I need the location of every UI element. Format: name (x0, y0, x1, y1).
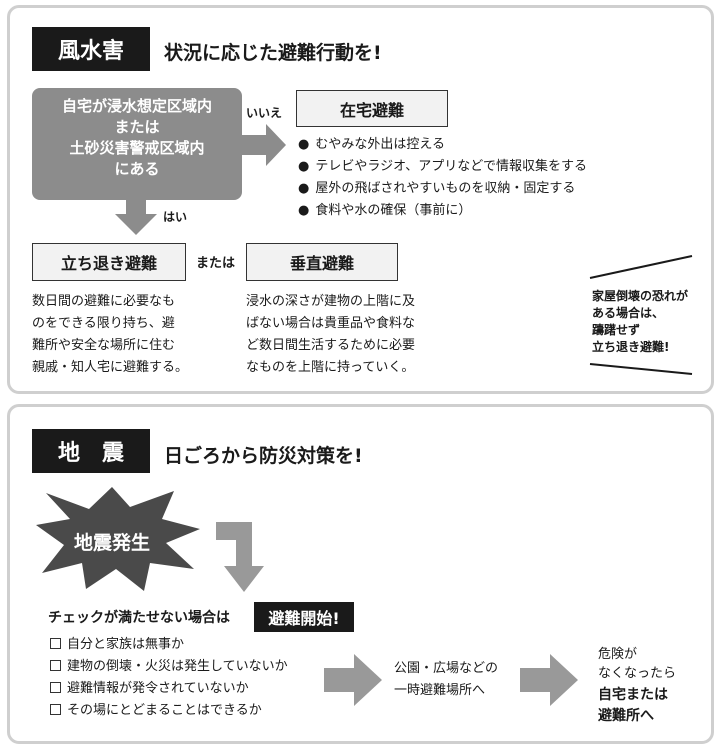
arrow-down-icon (115, 196, 157, 235)
quake-tag: 地 震 (32, 429, 150, 473)
no-label: いいえ (246, 106, 283, 120)
question-line-4: にある (114, 160, 160, 178)
list-item: 食料や水の確保（事前に） (298, 200, 587, 222)
desc-line: 数日間の避難に必要なも (32, 294, 176, 309)
starburst-icon (36, 487, 200, 591)
step3-line: 自宅または (598, 687, 668, 703)
checklist-item: 避難情報が発令されていないか (50, 678, 288, 700)
list-item: むやみな外出は控える (298, 134, 587, 156)
burst-label: 地震発生 (74, 532, 151, 554)
flood-heading: 状況に応じた避難行動を! (164, 42, 382, 64)
desc-line: なものを上階に持っていく。 (246, 360, 415, 375)
arrow-right-icon (240, 124, 286, 166)
checklist-item: その場にとどまることはできるか (50, 700, 288, 722)
desc-line: のをできる限り持ち、避 (32, 316, 175, 331)
flood-tag: 風水害 (32, 27, 150, 71)
question-line-2: または (114, 118, 160, 136)
bent-arrow-icon (216, 522, 264, 592)
checklist-item: 建物の倒壊・火災は発生していないか (50, 656, 288, 678)
flood-question-box: 自宅が浸水想定区域内 または 土砂災害警戒区域内 にある (32, 88, 242, 200)
yes-label: はい (163, 210, 188, 224)
note-line: 立ち退き避難! (592, 340, 670, 354)
desc-line: 浸水の深さが建物の上階に及 (246, 294, 416, 309)
step3-strong: 自宅または 避難所へ (598, 685, 668, 727)
desc-line: 親戚・知人宅に避難する。 (32, 360, 189, 375)
list-item: 屋外の飛ばされやすいものを収納・固定する (298, 178, 587, 200)
checklist: 自分と家族は無事か 建物の倒壊・火災は発生していないか 避難情報が発令されていな… (50, 634, 288, 722)
checklist-item: 自分と家族は無事か (50, 634, 288, 656)
step3-text: 危険が なくなったら (598, 645, 676, 683)
desc-line: ばない場合は貴重品や食料な (246, 316, 416, 331)
quake-heading: 日ごろから防災対策を! (164, 445, 363, 467)
desc-line: 難所や安全な場所に住む (32, 338, 176, 353)
note-text: 家屋倒壊の恐れが ある場合は、 躊躇せず 立ち退き避難! (592, 288, 688, 356)
shelter-home-title: 在宅避難 (296, 90, 448, 127)
desc-line: ど数日間生活するために必要 (246, 338, 416, 353)
note-line: ある場合は、 (592, 306, 665, 320)
note-line: 家屋倒壊の恐れが (592, 289, 689, 303)
step2-line: 一時避難場所へ (394, 683, 486, 698)
question-line-1: 自宅が浸水想定区域内 (61, 97, 212, 115)
evacuate-title: 立ち退き避難 (32, 243, 186, 281)
vertical-title: 垂直避難 (246, 243, 398, 281)
start-label: 避難開始! (254, 602, 354, 632)
evacuate-desc: 数日間の避難に必要なも のをできる限り持ち、避 難所や安全な場所に住む 親戚・知… (32, 291, 188, 379)
step3-line: なくなったら (598, 666, 677, 681)
or-label: または (196, 256, 236, 271)
step2-line: 公園・広場などの (394, 661, 499, 676)
question-line-3: 土砂災害警戒区域内 (69, 139, 205, 157)
shelter-home-list: むやみな外出は控える テレビやラジオ、アプリなどで情報収集をする 屋外の飛ばされ… (298, 134, 587, 222)
note-lines (589, 255, 693, 375)
step3-line: 避難所へ (598, 708, 654, 724)
list-item: テレビやラジオ、アプリなどで情報収集をする (298, 156, 587, 178)
step3-line: 危険が (598, 647, 638, 662)
arrow-right-icon (324, 654, 382, 706)
check-intro: チェックが満たせない場合は (48, 610, 230, 626)
step2-text: 公園・広場などの 一時避難場所へ (394, 658, 498, 702)
note-line: 躊躇せず (592, 323, 641, 337)
vertical-desc: 浸水の深さが建物の上階に及 ばない場合は貴重品や食料な ど数日間生活するために必… (246, 291, 415, 379)
arrow-right-icon (520, 654, 578, 706)
